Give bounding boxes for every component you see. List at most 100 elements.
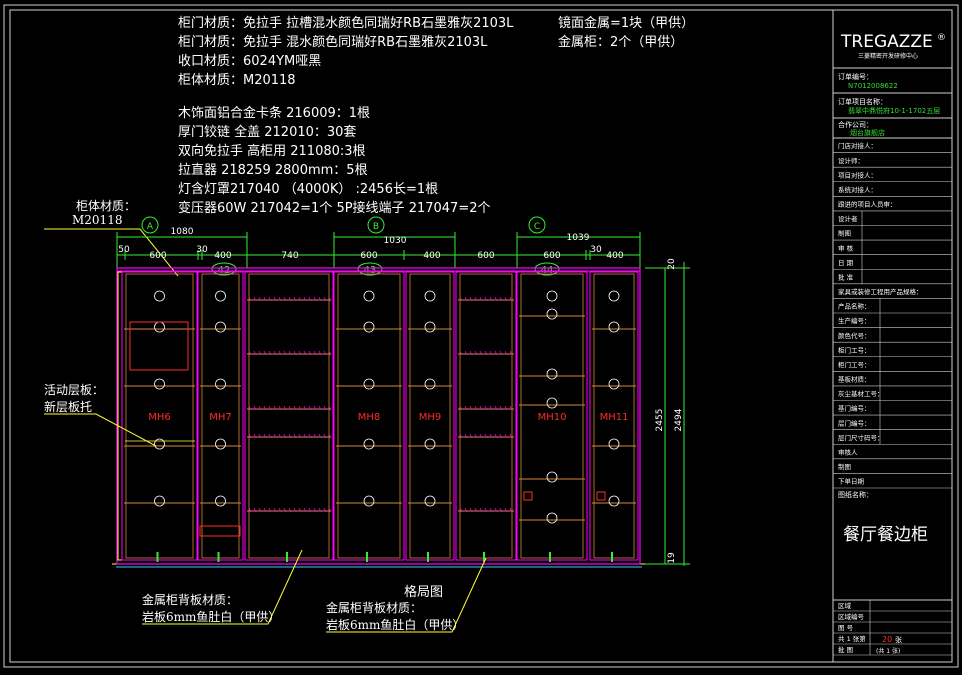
top-hole-2 <box>215 290 226 302</box>
led-mark <box>328 405 332 411</box>
led-mark <box>489 296 493 302</box>
title-row-16: 柜门工号： <box>838 360 871 369</box>
bay-inner-6 <box>459 273 513 559</box>
hardware-line-1: 木饰面铝合金卡条 216009：1根 <box>178 105 370 121</box>
dim-seg-8: 600 <box>477 251 494 261</box>
led-mark <box>464 405 468 411</box>
led-mark <box>459 433 463 439</box>
led-mark <box>273 405 277 411</box>
brand-logo: TREGAZZE <box>840 32 933 52</box>
led-mark <box>479 433 483 439</box>
led-mark <box>464 350 468 356</box>
led-mark <box>288 405 292 411</box>
drawer-pull <box>199 525 241 537</box>
dim-right-total: 2494 <box>674 408 684 431</box>
led-mark <box>494 296 498 302</box>
led-mark <box>283 350 287 356</box>
led-mark <box>268 507 272 513</box>
led-mark <box>509 296 513 302</box>
led-mark <box>479 405 483 411</box>
led-mark <box>323 405 327 411</box>
foot-mark-8 <box>611 552 613 562</box>
shelf-hole-7-4 <box>546 512 558 524</box>
led-mark <box>464 507 468 513</box>
dim-seg-9: 600 <box>543 251 560 261</box>
shelf-hole-5-0 <box>424 321 436 333</box>
led-mark <box>308 405 312 411</box>
title-row-13: 生产编号： <box>838 316 871 325</box>
spec-line-1: 柜门材质：免拉手 拉槽混水颜色同瑞好RB石墨雅灰2103L <box>178 15 514 31</box>
led-mark <box>303 507 307 513</box>
shelf-hole-7-3 <box>546 471 558 483</box>
led-mark <box>298 405 302 411</box>
back-panel-left-line1: 金属柜背板材质： <box>142 592 238 607</box>
led-mark <box>479 350 483 356</box>
section-tag-a: A <box>147 222 154 232</box>
cabinet-label-2: MH7 <box>209 412 232 423</box>
led-mark <box>484 296 488 302</box>
movable-shelf-callout: 活动层板： 新层板托 <box>44 383 157 447</box>
led-mark <box>494 405 498 411</box>
led-mark <box>499 296 503 302</box>
led-mark <box>308 296 312 302</box>
led-mark <box>278 405 282 411</box>
title-bottom-row-3: 图 号 <box>838 624 854 632</box>
back-panel-left-leader <box>142 549 303 625</box>
led-mark <box>474 296 478 302</box>
led-mark <box>308 507 312 513</box>
foot-mark-6 <box>483 552 485 562</box>
cabinet-label-4: MH8 <box>358 412 381 423</box>
led-mark <box>509 433 513 439</box>
led-mark <box>504 296 508 302</box>
led-mark <box>263 296 267 302</box>
led-mark <box>323 296 327 302</box>
spec-line-2: 柜门材质：免拉手 混水颜色同瑞好RB石墨雅灰2103L <box>178 34 488 50</box>
bay-3 <box>244 271 334 561</box>
shelf-hole-7-2 <box>546 397 558 409</box>
dim-seg-2: 600 <box>149 251 166 261</box>
approve-count: (共 1 张) <box>876 647 900 655</box>
shelf-hole-1-2 <box>154 438 165 450</box>
bay-5 <box>405 271 455 561</box>
led-mark <box>494 507 498 513</box>
led-mark <box>293 433 297 439</box>
foot-mark-4 <box>366 552 368 562</box>
led-mark <box>303 405 307 411</box>
bay-2 <box>197 271 244 561</box>
foot-mark-2 <box>217 552 220 562</box>
led-mark <box>328 433 332 439</box>
foot-mark-7 <box>549 552 551 562</box>
company-value: 烟台旗舰店 <box>850 128 885 137</box>
title-row-4: 系统对接人： <box>838 185 877 194</box>
foot-mark-3 <box>286 552 288 562</box>
led-mark <box>283 405 287 411</box>
back-panel-right-line2: 岩板6mm鱼肚白（甲供） <box>326 617 464 632</box>
dim-group-1: 1080 <box>171 227 194 237</box>
metal-tag-1 <box>523 491 533 501</box>
shelf-hole-5-3 <box>424 495 436 507</box>
led-mark <box>313 433 317 439</box>
top-hole-5 <box>424 290 436 302</box>
led-mark <box>303 350 307 356</box>
led-mark <box>499 507 503 513</box>
top-hole-4 <box>363 290 375 302</box>
led-mark <box>248 507 252 513</box>
led-mark <box>499 350 503 356</box>
title-row-22: 审核人 <box>838 447 858 456</box>
shelf-hole-2-0 <box>215 321 226 333</box>
bay-inner-2 <box>201 273 240 559</box>
shelf-hole-5-1 <box>424 378 436 390</box>
led-mark <box>253 350 257 356</box>
shelf-hole-8-2 <box>608 438 620 450</box>
led-mark <box>479 296 483 302</box>
metal-tag-2 <box>596 491 606 501</box>
bay-inner-3 <box>248 273 330 559</box>
top-dimension-labels: 1080 1030 1039 50 600 30 400 740 600 400… <box>118 227 624 261</box>
led-mark <box>258 350 262 356</box>
led-mark <box>489 433 493 439</box>
cabinet-label-1: MH6 <box>148 412 171 423</box>
led-mark <box>283 296 287 302</box>
led-mark <box>293 350 297 356</box>
